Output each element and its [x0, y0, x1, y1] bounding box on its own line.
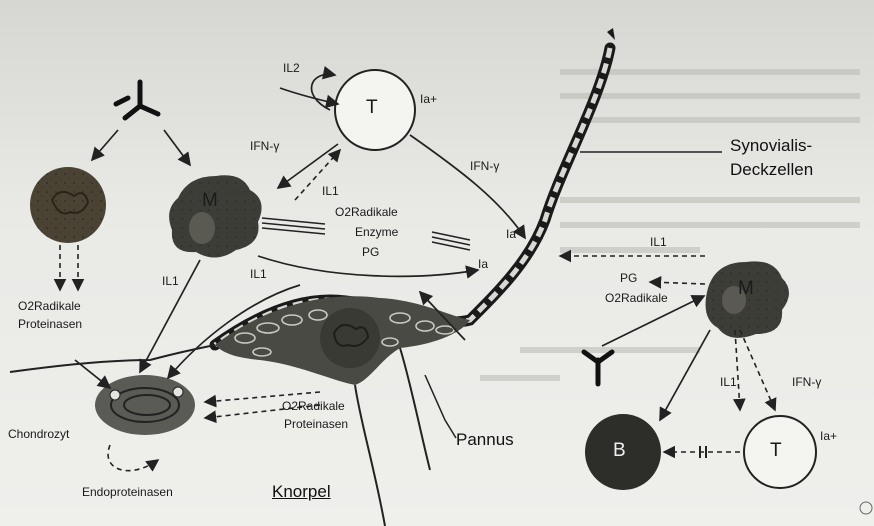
t-cell-label: T [366, 97, 378, 119]
macrophage-cell [169, 175, 261, 257]
b-cell-label: B [613, 440, 626, 462]
il1-m-down-label: IL1 [162, 275, 179, 289]
pg-center-label: PG [362, 246, 379, 260]
endoproteinasen-label: Endoproteinasen [82, 486, 173, 500]
o2-radikale-center-label: O2Radikale [335, 206, 398, 220]
macrophage-right-label: M [738, 278, 754, 300]
synovial-lining [215, 28, 615, 345]
pg-right-label: PG [620, 272, 637, 286]
background-text-bleed [480, 72, 860, 378]
knorpel-label: Knorpel [272, 482, 331, 502]
o2-left-label: O2Radikale [18, 300, 81, 314]
deckzellen-label: Deckzellen [730, 160, 813, 180]
pannus-label: Pannus [456, 430, 514, 450]
il1-right-label: IL1 [650, 236, 667, 250]
chondrozyt-label: Chondrozyt [8, 428, 69, 442]
t-cell-lower-label: T [770, 440, 782, 462]
ia-top-label: Ia [506, 228, 516, 242]
synovialis-label: Synovialis- [730, 136, 812, 156]
o2-bottom-label: O2Radikale [282, 400, 345, 414]
enzyme-label: Enzyme [355, 226, 398, 240]
il1-top-label: IL1 [322, 185, 339, 199]
o2-right-label: O2Radikale [605, 292, 668, 306]
t-cell-lower-ia-label: Ia+ [820, 430, 837, 444]
ifn-gamma-lower-label: IFN-γ [792, 376, 821, 390]
il1-m-right-label: IL1 [250, 268, 267, 282]
il2-loop-arrow [311, 74, 335, 110]
chondrocyte-cell [95, 375, 195, 435]
granulocyte-cell-top [30, 167, 106, 243]
il2-label: IL2 [283, 62, 300, 76]
pannus-tissue [215, 296, 470, 385]
proteinasen-bottom-label: Proteinasen [284, 418, 348, 432]
t-cell-ia-label: Ia+ [420, 93, 437, 107]
leader-lines [425, 152, 722, 438]
ia-label: Ia [478, 258, 488, 272]
antibody-icon-right [584, 352, 612, 384]
il1-lower-label: IL1 [720, 376, 737, 390]
ifn-gamma-top-label: IFN-γ [250, 140, 279, 154]
proteinasen-left-label: Proteinasen [18, 318, 82, 332]
antibody-icon [116, 82, 158, 118]
corner-crosshair-icon [860, 502, 872, 514]
macrophage-label: M [202, 190, 218, 212]
ifn-gamma-right-label: IFN-γ [470, 160, 499, 174]
